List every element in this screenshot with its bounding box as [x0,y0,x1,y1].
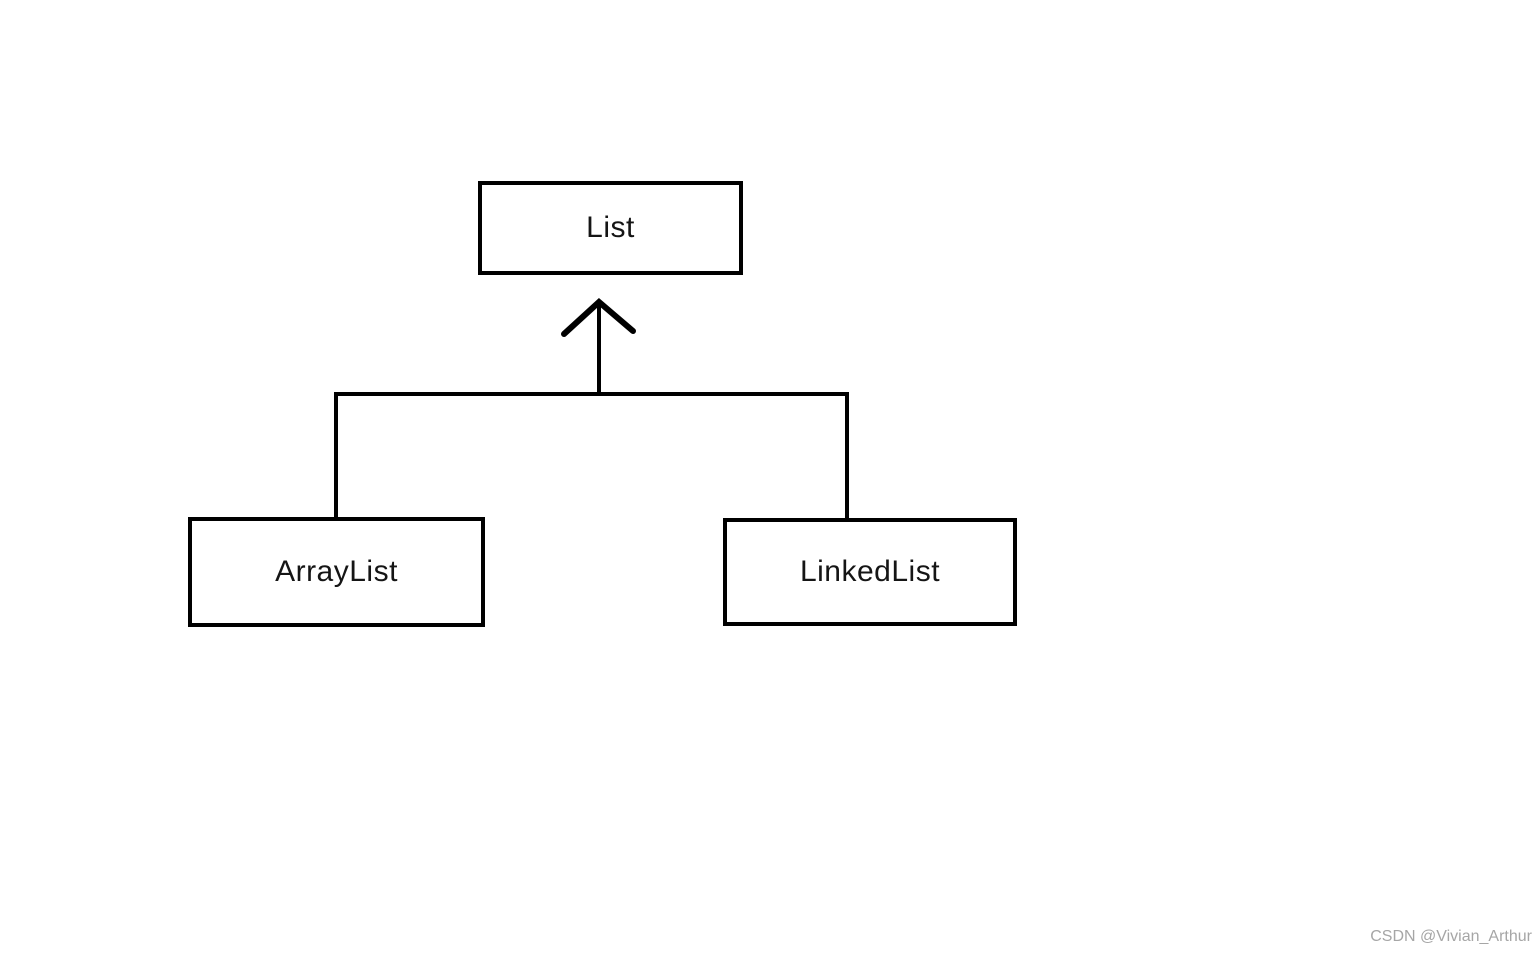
node-arraylist-label: ArrayList [275,555,398,588]
node-arraylist: ArrayList [188,517,485,627]
node-linkedlist: LinkedList [723,518,1017,626]
node-list-label: List [586,211,635,244]
watermark-text: CSDN @Vivian_Arthur [1370,928,1532,945]
inheritance-arrowhead-icon [561,297,636,337]
watermark: CSDN @Vivian_Arthur [1370,928,1532,946]
node-list: List [478,181,743,275]
node-linkedlist-label: LinkedList [799,555,941,588]
